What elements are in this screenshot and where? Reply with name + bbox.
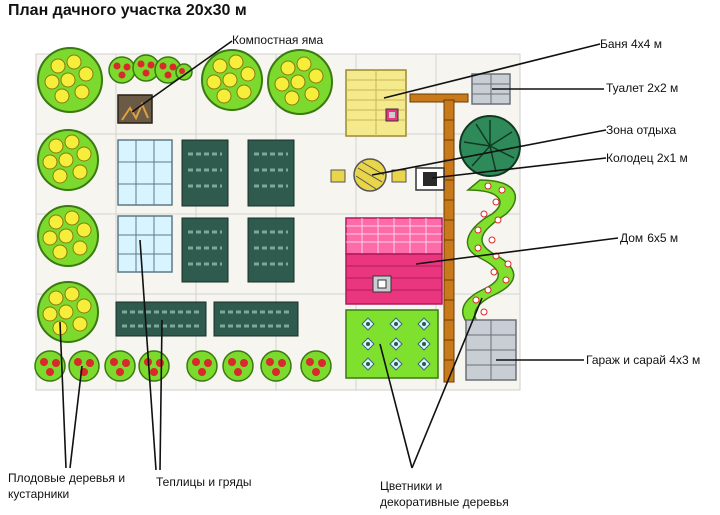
berry-bushes-bottom	[34, 350, 332, 382]
vegetable-bed	[115, 301, 207, 337]
fruit-tree	[37, 129, 99, 191]
vegetable-bed	[181, 139, 229, 207]
label-house-size: 6х5 м	[647, 231, 679, 245]
berry-bush	[175, 63, 193, 81]
berry-bush	[138, 350, 170, 382]
greenhouse	[117, 215, 173, 273]
fruit-tree	[37, 47, 103, 113]
berry-bush	[186, 350, 218, 382]
vegetable-bed	[247, 139, 295, 207]
label-flowers-line2: декоративные деревья	[380, 495, 509, 509]
label-fruit-trees-line2: кустарники	[8, 487, 70, 501]
leader-lines	[59, 40, 619, 471]
vegetable-beds	[115, 139, 299, 337]
page-title: План дачного участка 20x30 м	[8, 2, 247, 19]
label-rest-zone: Зона отдыха	[606, 123, 677, 137]
greenhouse	[117, 139, 173, 206]
label-flowers-line1: Цветники и	[380, 479, 443, 493]
fruit-tree	[37, 281, 99, 343]
flower-bed	[345, 309, 439, 379]
berry-bush	[154, 56, 182, 84]
berry-bush	[34, 350, 66, 382]
label-compost-pit: Компостная яма	[232, 33, 324, 47]
label-well: Колодец 2х1 м	[606, 151, 688, 165]
label-bathhouse: Баня 4х4 м	[600, 37, 662, 51]
berry-bush	[104, 350, 136, 382]
decorative-tree	[459, 115, 521, 177]
greenhouses	[117, 139, 173, 273]
house	[345, 217, 443, 305]
berry-bushes-top	[108, 54, 193, 84]
fruit-tree	[201, 49, 263, 111]
berry-bush	[222, 350, 254, 382]
label-fruit-trees-line1: Плодовые деревья и	[8, 471, 126, 485]
fruit-tree	[267, 49, 333, 115]
well	[415, 167, 445, 191]
label-greenhouses-beds: Теплицы и гряды	[156, 475, 252, 489]
rest-zone	[330, 158, 407, 192]
berry-bush	[108, 56, 136, 84]
fruit-trees-left	[37, 129, 99, 343]
label-house-name: Дом	[620, 231, 644, 245]
vegetable-bed	[181, 217, 229, 283]
berry-bush	[300, 350, 332, 382]
bathhouse	[345, 69, 407, 137]
berry-bush	[68, 350, 100, 382]
garage-shed	[465, 319, 517, 381]
label-fruit-trees: Плодовые деревья и кустарники	[8, 470, 125, 502]
label-garage-shed: Гараж и сарай 4х3 м	[586, 353, 701, 367]
flower-strip	[462, 179, 517, 325]
fruit-trees-top	[37, 47, 333, 115]
label-flowers: Цветники и декоративные деревья	[380, 478, 509, 510]
vegetable-bed	[213, 301, 299, 337]
fruit-tree	[37, 205, 99, 267]
label-toilet: Туалет 2х2 м	[606, 81, 679, 95]
berry-bush	[260, 350, 292, 382]
vegetable-bed	[247, 217, 295, 283]
